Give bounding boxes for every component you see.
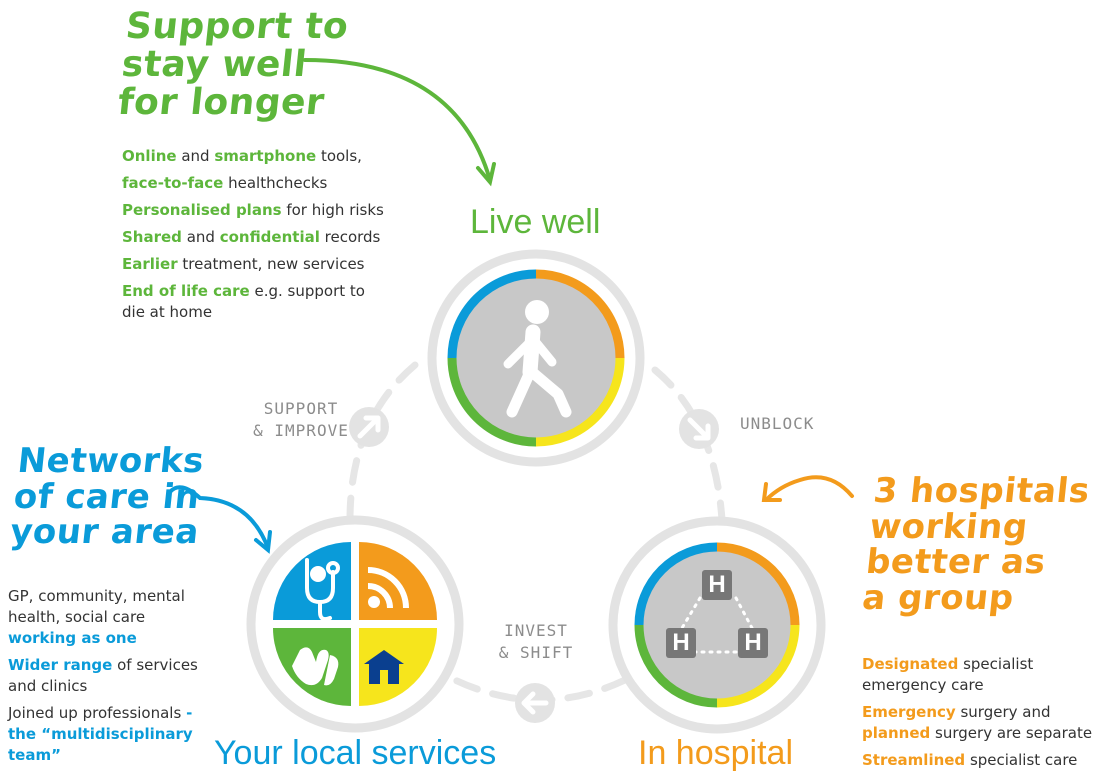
list-item-emphasis: Emergency [862,703,956,721]
list-item-text: surgery and [955,703,1051,721]
list-item: End of life care e.g. support to die at … [122,281,392,323]
list-item-emphasis: Wider range [8,656,113,674]
list-item-text: healthchecks [223,174,328,192]
hospitals-heading: 3 hospitals working better as a group [860,471,1092,619]
list-item-text: for high risks [281,201,384,219]
list-item-emphasis: confidential [219,228,320,246]
list-item-emphasis: smartphone [214,147,317,165]
support-improve-label: SUPPORT & IMPROVE [242,398,360,442]
list-item-text: tools, [316,147,362,165]
networks-heading: Networks of care in your area [8,441,208,553]
support-heading: Support to stay well for longer [115,6,351,123]
list-item-emphasis: Designated [862,655,959,673]
invest-shift-label: INVEST & SHIFT [488,620,584,664]
list-item-text: and [176,147,215,165]
live-well-label: Live well [470,203,601,241]
in-hospital-label: In hospital [638,734,793,772]
local-services-hub [246,515,464,733]
list-item: Wider range of services and clinics [8,655,208,697]
list-item-emphasis: Earlier [122,255,178,273]
list-item-emphasis: Personalised plans [122,201,282,219]
list-item: Joined up professionals - the “multidisc… [8,703,208,766]
list-item-text: records [319,228,381,246]
support-list: Online and smartphone tools, face-to-face… [122,146,392,329]
list-item: Emergency surgery and planned surgery ar… [862,702,1094,744]
support-heading-line: Support to [123,6,351,47]
hospitals-heading-line: working [867,506,1030,547]
list-item-text: specialist emergency care [862,655,1034,694]
list-item: face-to-face healthchecks [122,173,392,194]
support-heading-line: for longer [115,81,327,123]
list-item-emphasis: Streamlined [862,751,966,769]
invest-shift-arrow-icon [515,683,555,723]
list-item-text: Joined up professionals [8,704,187,722]
local-services-label: Your local services [214,734,497,772]
list-item-text: of services and clinics [8,656,198,695]
invest-shift-line: & SHIFT [498,643,574,662]
hospitals-heading-line: 3 hospitals [871,471,1092,511]
support-heading-line: stay well [119,43,309,85]
hospitals-arrow-icon [761,475,854,502]
unblock-arrow-icon [679,409,719,449]
list-item: Streamlined specialist care [862,750,1094,771]
rss-feed-icon [367,567,409,609]
stethoscope-icon [305,558,340,622]
list-item-text: specialist care [965,751,1078,769]
networks-heading-line: of care in [11,476,202,517]
hospital-network-icon [666,570,768,658]
list-item-text: e.g. support to die at home [122,282,365,321]
list-item: Shared and confidential records [122,227,392,248]
networks-arrow-icon [168,485,272,554]
unblock-label: UNBLOCK [740,414,815,433]
hospitals-heading-line: a group [860,578,1016,619]
networks-heading-line: Networks [15,441,207,481]
hospitals-heading-line: better as [864,542,1048,583]
list-item-text: and [181,228,220,246]
invest-shift-line: INVEST [504,621,568,640]
support-improve-arrow-icon [349,407,389,447]
list-item-emphasis: End of life care [122,282,250,300]
in-hospital-hub [608,516,826,734]
list-item-emphasis: - the “multidisciplinary team” [8,704,193,764]
walking-person-icon [503,300,572,418]
networks-list: GP, community, mental health, social car… [8,586,208,772]
list-item-emphasis: planned [862,724,931,742]
live-well-hub [427,249,645,467]
support-improve-line: & IMPROVE [253,421,349,440]
list-item-emphasis: Online [122,147,177,165]
networks-heading-line: your area [8,512,201,553]
hospital-letter-right: H [744,629,762,656]
list-item-emphasis: working as one [8,629,137,647]
hospital-letter-left: H [672,629,690,656]
list-item-emphasis: Shared [122,228,182,246]
list-item-emphasis: face-to-face [122,174,224,192]
support-improve-line: SUPPORT [263,399,339,418]
helping-hands-icon [292,647,339,686]
list-item: Designated specialist emergency care [862,654,1094,696]
list-item-text: treatment, new services [177,255,365,273]
list-item: Earlier treatment, new services [122,254,392,275]
house-icon [364,650,404,684]
list-item: Personalised plans for high risks [122,200,392,221]
list-item: Online and smartphone tools, [122,146,392,167]
hospital-letter-top: H [708,571,726,598]
support-arrow-icon [303,58,496,187]
list-item-text: surgery are separate [930,724,1093,742]
list-item-text: GP, community, mental health, social car… [8,587,185,626]
list-item: GP, community, mental health, social car… [8,586,208,649]
